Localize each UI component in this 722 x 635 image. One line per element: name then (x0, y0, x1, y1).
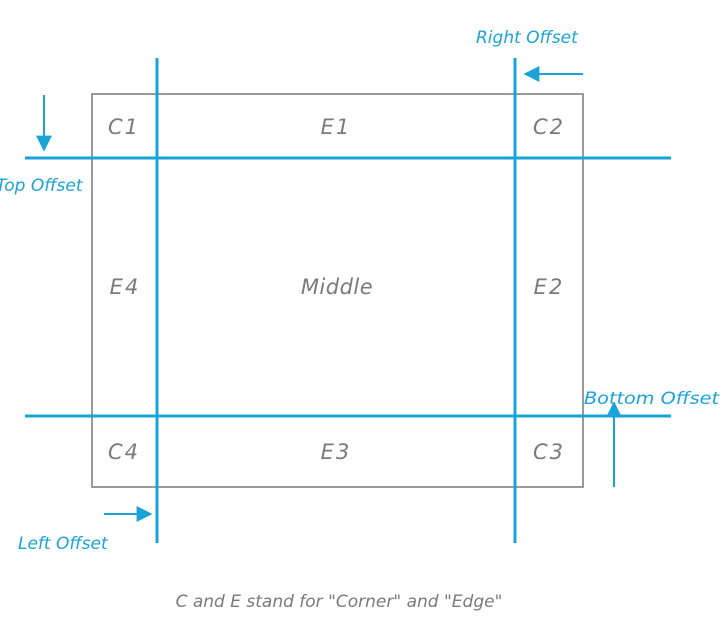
left-offset-label: Left Offset (18, 534, 109, 554)
cell-middle-label: Middle (301, 275, 373, 299)
cell-e3-label: E3 (321, 440, 352, 464)
caption: C and E stand for "Corner" and "Edge" (176, 592, 503, 612)
right-offset-label: Right Offset (476, 28, 579, 48)
cell-c3-label: C3 (533, 440, 565, 464)
cell-e4-label: E4 (110, 275, 141, 299)
cell-c4-label: C4 (108, 440, 140, 464)
cell-e2-label: E2 (534, 275, 565, 299)
outer-frame (91, 93, 584, 488)
cell-c1-label: C1 (108, 115, 140, 139)
cell-c2-label: C2 (533, 115, 565, 139)
bottom-offset-label: Bottom Offset (584, 389, 721, 409)
top-offset-label: Top Offset (0, 176, 84, 196)
cell-e1-label: E1 (321, 115, 352, 139)
